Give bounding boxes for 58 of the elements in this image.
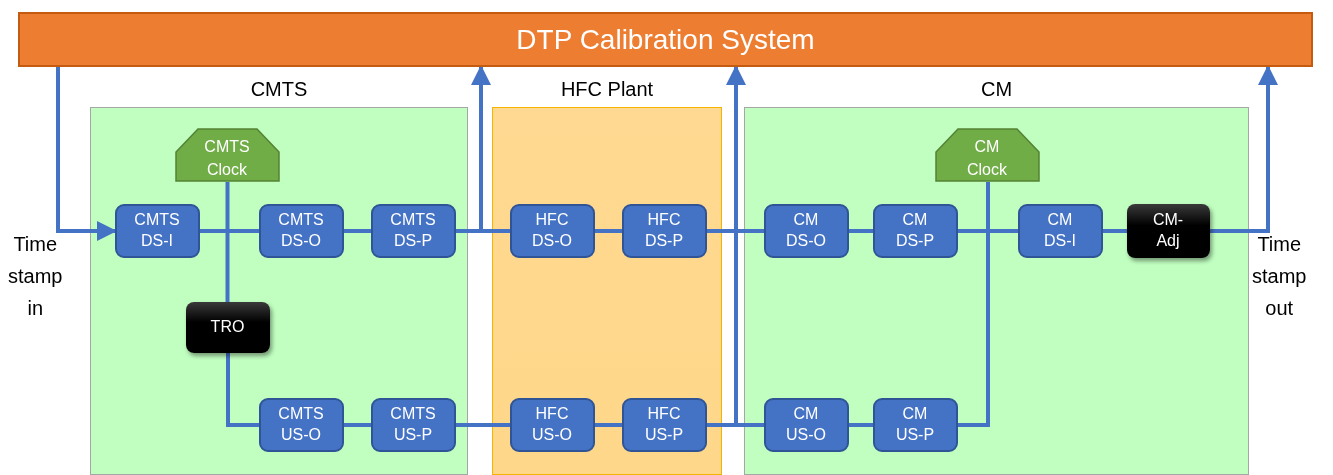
region-heading: CM (979, 78, 1014, 101)
process-box (509, 397, 595, 452)
annotation-text: Time stamp in (8, 232, 63, 321)
annotation-text: Time stamp out (1252, 232, 1307, 321)
box-label: CMTS DS-I (133, 209, 181, 251)
box-label: HFC US-O (531, 403, 573, 445)
box-label: CMTS DS-P (389, 209, 437, 251)
connector-line (707, 229, 764, 233)
connector-line (595, 423, 622, 427)
connector-line (849, 423, 873, 427)
system-banner (18, 12, 1313, 67)
box-label: CM US-O (785, 403, 827, 445)
process-box (1017, 203, 1103, 258)
connector-line (456, 423, 510, 427)
connector-line (344, 423, 371, 427)
process-box (763, 397, 849, 452)
connector-line (1103, 229, 1127, 233)
region-heading: CMTS (249, 78, 309, 101)
clock-label: CM Clock (967, 137, 1007, 181)
process-box (258, 397, 344, 452)
connector-line (849, 229, 873, 233)
box-label: TRO (210, 316, 245, 337)
process-box (621, 397, 707, 452)
connector-line (344, 229, 371, 233)
box-label: CM US-P (894, 403, 936, 445)
process-box (1126, 203, 1210, 258)
connector-line (958, 182, 990, 427)
connector-line (226, 353, 259, 427)
process-box (509, 203, 595, 258)
connector-line (200, 229, 259, 233)
process-box (872, 203, 958, 258)
process-box (763, 203, 849, 258)
process-box (185, 301, 270, 353)
box-label: HFC DS-P (643, 209, 685, 251)
process-box (258, 203, 344, 258)
box-label: CMTS DS-O (277, 209, 325, 251)
box-label: HFC DS-O (531, 209, 573, 251)
box-label: CM DS-P (894, 209, 936, 251)
box-label: CM DS-I (1043, 209, 1077, 251)
box-label: CM-Adj (1152, 209, 1184, 251)
box-label: HFC US-P (643, 403, 685, 445)
box-label: CM DS-O (785, 209, 827, 251)
process-box (370, 397, 456, 452)
clock-shape (934, 127, 1040, 182)
box-label: CMTS US-O (277, 403, 325, 445)
process-box (621, 203, 707, 258)
process-box (872, 397, 958, 452)
process-box (114, 203, 200, 258)
region-heading: HFC Plant (559, 78, 655, 101)
box-label: CMTS US-P (389, 403, 437, 445)
clock-label: CMTS Clock (204, 137, 250, 181)
connector-line (958, 229, 1018, 233)
clock-shape (174, 127, 280, 182)
connector-line (225, 182, 230, 302)
banner-title: DTP Calibration System (516, 23, 815, 56)
connector-line (595, 229, 622, 233)
arrow (1210, 65, 1278, 233)
process-box (370, 203, 456, 258)
